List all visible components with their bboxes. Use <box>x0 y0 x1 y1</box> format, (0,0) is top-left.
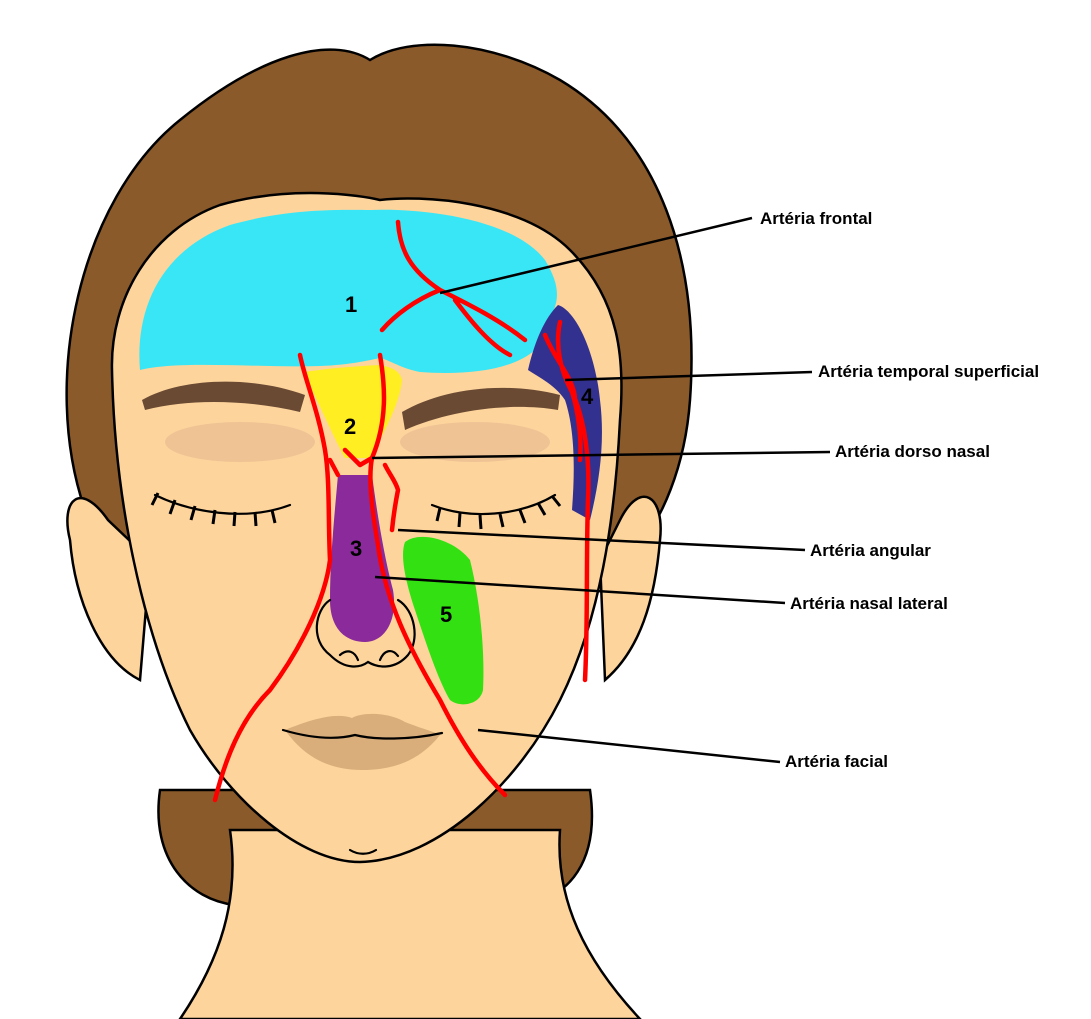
left-eye-shadow <box>165 422 315 462</box>
zone-2-number: 2 <box>344 414 356 439</box>
label-arteria-facial: Artéria facial <box>785 752 888 771</box>
label-arteria-frontal: Artéria frontal <box>760 209 872 228</box>
label-arteria-temporal-superficial: Artéria temporal superficial <box>818 362 1039 381</box>
zone-4-number: 4 <box>581 384 594 409</box>
zone-3-number: 3 <box>350 536 362 561</box>
zone-1-number: 1 <box>345 292 357 317</box>
zone-5-number: 5 <box>440 602 452 627</box>
label-arteria-angular: Artéria angular <box>810 541 931 560</box>
label-arteria-nasal-lateral: Artéria nasal lateral <box>790 594 948 613</box>
label-arteria-dorso-nasal: Artéria dorso nasal <box>835 442 990 461</box>
